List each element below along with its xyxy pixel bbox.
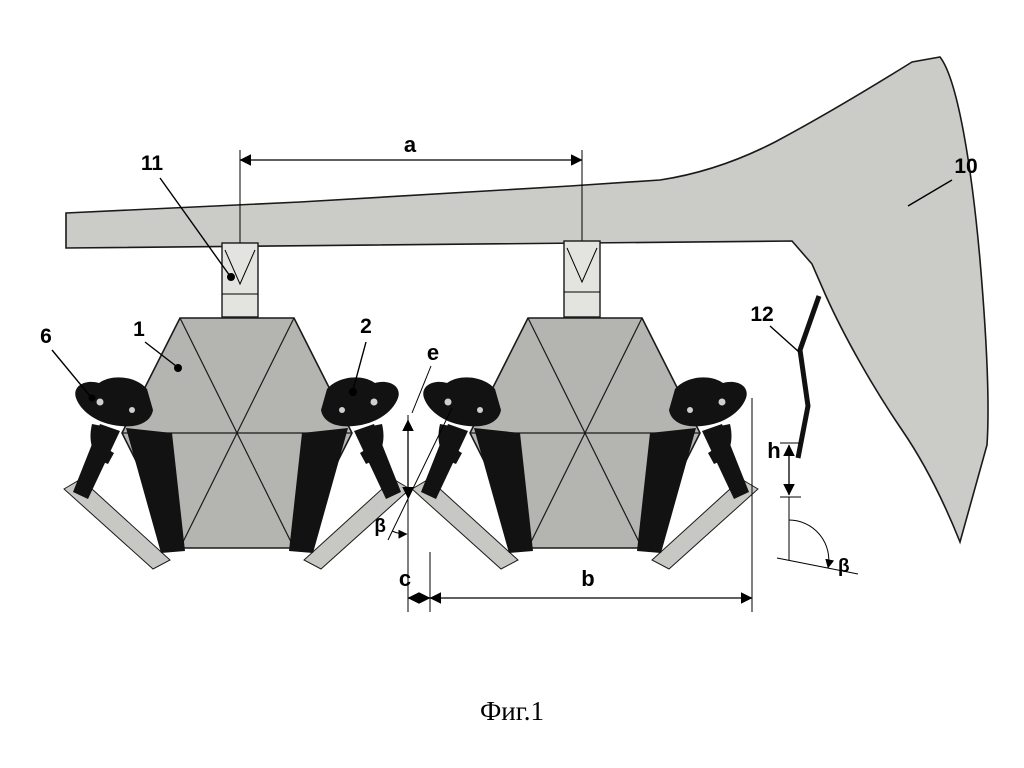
mount-bracket-left — [221, 242, 259, 318]
leader-dot-2 — [349, 388, 357, 396]
mount-bracket-right — [563, 240, 601, 318]
part-label-2: 2 — [360, 315, 372, 338]
leader-part-12 — [769, 325, 800, 353]
dimension-b-c — [407, 398, 753, 612]
part-label-11: 11 — [141, 152, 164, 175]
bolt-left — [96, 398, 104, 406]
claw-assembly-set — [63, 377, 411, 570]
beta-label-right: β — [838, 556, 850, 577]
bolt-right — [370, 398, 378, 406]
leader-part-10 — [907, 179, 953, 207]
dim-label-c: c — [399, 566, 411, 591]
beta-arc-right — [788, 519, 835, 569]
paw-left — [75, 377, 153, 427]
part-label-1: 1 — [133, 318, 145, 341]
beta-label-left: β — [374, 516, 386, 537]
leader-dot-6 — [88, 394, 96, 402]
leader-dot-1 — [174, 364, 182, 372]
inner-tine-right — [289, 428, 348, 553]
outer-tine-right — [354, 424, 401, 499]
bolt-right-2 — [339, 407, 345, 413]
part-label-10: 10 — [954, 155, 977, 178]
skid-left — [63, 478, 171, 570]
paw-right — [321, 377, 399, 427]
leader-part-2 — [352, 341, 367, 391]
inner-tine-left — [126, 428, 185, 553]
skid-right — [303, 478, 411, 570]
beta-arc-left — [391, 529, 408, 539]
dim-label-h: h — [767, 438, 780, 463]
hook-right — [360, 424, 384, 464]
leader-part-11 — [159, 177, 231, 277]
dimension-e-beta — [387, 365, 453, 612]
dim-label-b: b — [581, 566, 594, 591]
part-label-6: 6 — [40, 325, 52, 348]
dim-label-a: a — [404, 132, 417, 157]
bolt-left-2 — [129, 407, 135, 413]
leader-part-1 — [144, 341, 177, 367]
part-label-12: 12 — [750, 303, 773, 326]
tine-angle-line-left — [387, 407, 453, 541]
dimension-h-beta — [776, 442, 859, 575]
dim-label-e: e — [427, 340, 439, 365]
figure-caption: Фиг.1 — [480, 696, 544, 726]
hook-left — [90, 424, 114, 464]
outer-tine-left — [73, 424, 120, 499]
ground-angle-line-right — [776, 557, 859, 575]
frame-beam-body — [65, 56, 989, 545]
part-leaders — [51, 177, 953, 402]
dim-e-leader — [411, 365, 432, 414]
leader-part-6 — [51, 349, 91, 397]
tine-part-12 — [795, 295, 822, 459]
leader-dot-11 — [227, 273, 235, 281]
hexagon-housing-right — [469, 317, 701, 549]
